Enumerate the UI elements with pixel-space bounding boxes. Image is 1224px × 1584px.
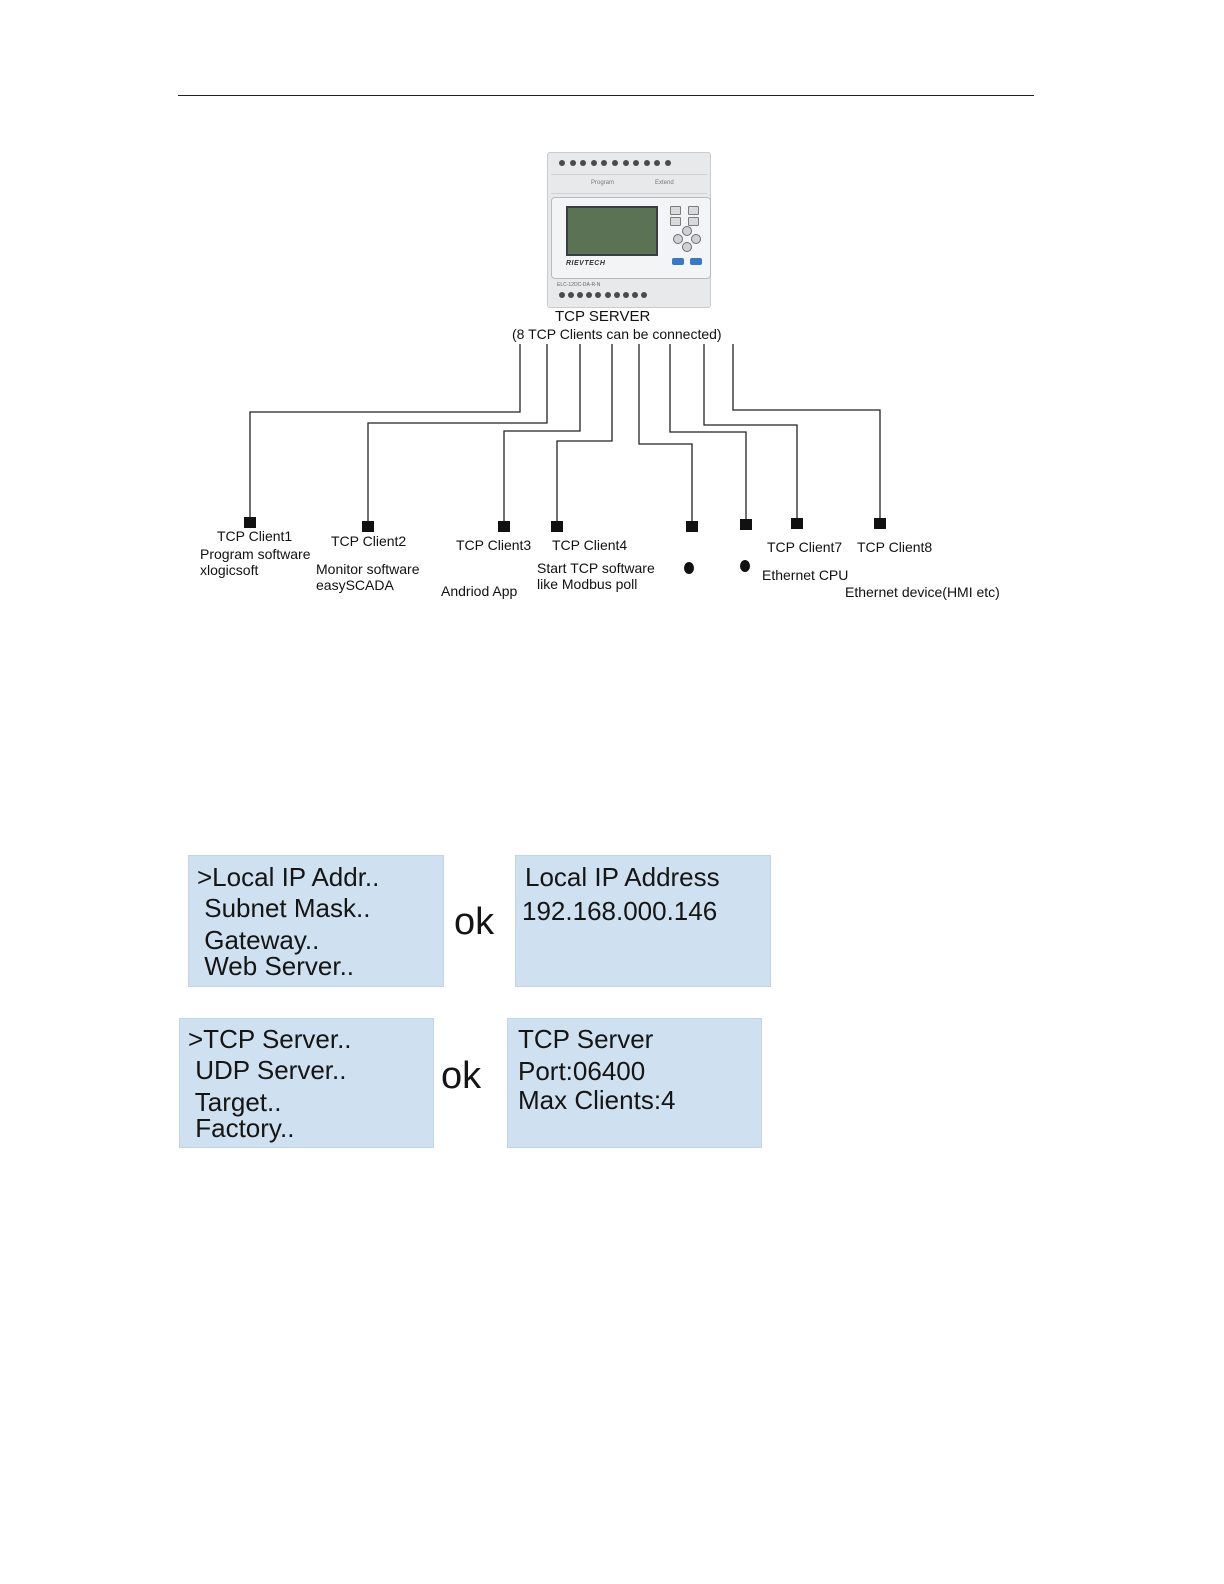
- connector-client5: [639, 344, 692, 522]
- bullet-client6: [740, 560, 750, 572]
- client2-name: TCP Client2: [331, 533, 406, 549]
- client3-name: TCP Client3: [456, 537, 531, 553]
- node-client7: [791, 518, 803, 529]
- node-client1: [244, 517, 256, 528]
- client1-desc1: Program software: [200, 546, 310, 562]
- connector-client3: [504, 344, 580, 522]
- detail-tcp-server-max-clients: Max Clients:4: [518, 1085, 676, 1115]
- menu-item-subnet-mask: Subnet Mask..: [197, 893, 370, 923]
- menu-item-tcp-server: >TCP Server..: [188, 1024, 352, 1054]
- client1-desc2: xlogicsoft: [200, 562, 258, 578]
- menu-item-web-server: Web Server..: [197, 951, 354, 981]
- ok-arrow-2: ok: [441, 1056, 481, 1096]
- client4-desc2: like Modbus poll: [537, 576, 637, 592]
- node-client3: [498, 521, 510, 532]
- node-client5: [686, 521, 698, 532]
- client4-name: TCP Client4: [552, 537, 627, 553]
- lcd-server-menu: >TCP Server.. UDP Server.. Target.. Fact…: [179, 1018, 434, 1148]
- client3-desc1: Andriod App: [441, 583, 517, 599]
- client4-desc1: Start TCP software: [537, 560, 655, 576]
- connector-client6: [670, 344, 746, 520]
- detail-local-ip-value: 192.168.000.146: [522, 896, 717, 926]
- connector-client4: [557, 344, 612, 522]
- client7-name: TCP Client7: [767, 539, 842, 555]
- menu-item-local-ip: >Local IP Addr..: [197, 862, 379, 892]
- lcd-network-menu: >Local IP Addr.. Subnet Mask.. Gateway..…: [188, 855, 444, 987]
- ok-arrow-1: ok: [454, 902, 494, 942]
- node-client4: [551, 521, 563, 532]
- bullet-client5: [684, 562, 694, 574]
- detail-local-ip-title: Local IP Address: [525, 862, 720, 892]
- client8-name: TCP Client8: [857, 539, 932, 555]
- detail-tcp-server-title: TCP Server: [518, 1024, 653, 1054]
- node-client2: [362, 521, 374, 532]
- lcd-tcp-server-detail: TCP Server Port:06400 Max Clients:4: [507, 1018, 762, 1148]
- connector-client1: [250, 344, 520, 518]
- client2-desc2: easySCADA: [316, 577, 394, 593]
- client2-desc1: Monitor software: [316, 561, 419, 577]
- lcd-local-ip-detail: Local IP Address 192.168.000.146: [515, 855, 771, 987]
- menu-item-factory: Factory..: [188, 1113, 294, 1143]
- node-client6: [740, 519, 752, 530]
- client8-desc1: Ethernet device(HMI etc): [845, 584, 1000, 600]
- client1-name: TCP Client1: [217, 528, 292, 544]
- menu-item-udp-server: UDP Server..: [188, 1055, 346, 1085]
- detail-tcp-server-port: Port:06400: [518, 1056, 645, 1086]
- connector-client8: [733, 344, 880, 519]
- node-client8: [874, 518, 886, 529]
- client7-desc1: Ethernet CPU: [762, 567, 848, 583]
